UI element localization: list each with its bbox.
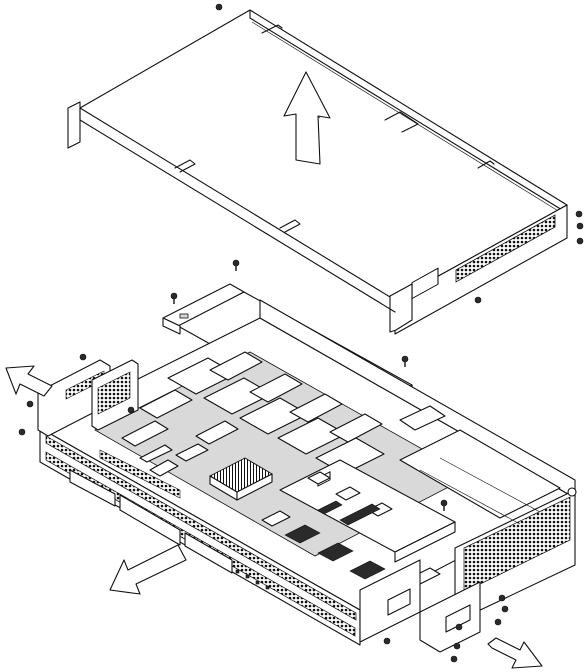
front-vent	[45, 435, 357, 621]
screw-icon	[440, 499, 448, 511]
chassis-base	[37, 299, 577, 653]
status-led	[245, 574, 250, 579]
chip	[175, 443, 209, 462]
psu-bay	[399, 429, 561, 519]
cover-vent-grille	[455, 214, 556, 283]
screw-icon	[576, 222, 584, 230]
heatsink	[209, 457, 273, 501]
side-vent	[463, 496, 571, 593]
front-slot	[119, 494, 181, 546]
status-led	[235, 569, 240, 574]
fan-bracket	[399, 405, 446, 431]
riser-card	[279, 459, 456, 563]
status-led	[265, 585, 270, 590]
screw-icon	[127, 406, 135, 414]
top-cover	[67, 9, 568, 335]
screw-icon	[26, 400, 34, 408]
left-ear-arrow	[5, 365, 53, 397]
screws-chassis	[18, 353, 509, 663]
connector-strip	[99, 449, 181, 499]
front-arrow	[109, 544, 187, 595]
screw-icon	[453, 642, 461, 650]
screw-icon	[170, 292, 178, 304]
left-rack-ear	[37, 359, 139, 437]
chip	[195, 420, 239, 445]
right-rack-ear	[359, 559, 481, 653]
screw-icon	[232, 259, 240, 271]
screw-icon	[494, 618, 502, 626]
chip	[139, 389, 193, 419]
right-ear-arrow	[487, 637, 543, 669]
screws-top	[170, 3, 584, 367]
screw-icon	[79, 353, 87, 361]
lift-cover-arrow	[283, 71, 331, 165]
screw-icon	[401, 355, 409, 367]
screw-icon	[501, 605, 509, 613]
screw-icon	[575, 210, 583, 218]
front-slot	[69, 469, 116, 507]
screw-icon	[18, 428, 26, 436]
chip	[121, 420, 169, 447]
screw-icon	[450, 655, 458, 663]
cover-left-flange	[67, 101, 81, 149]
screw-icon	[474, 296, 482, 304]
screw-icon	[455, 623, 463, 631]
screw-icon	[215, 3, 223, 11]
cover-flange	[389, 283, 413, 333]
front-slot	[184, 532, 233, 574]
status-led	[255, 580, 260, 585]
screw-icon	[383, 637, 391, 645]
screw-icon	[498, 594, 506, 602]
screw-icon	[576, 237, 584, 245]
